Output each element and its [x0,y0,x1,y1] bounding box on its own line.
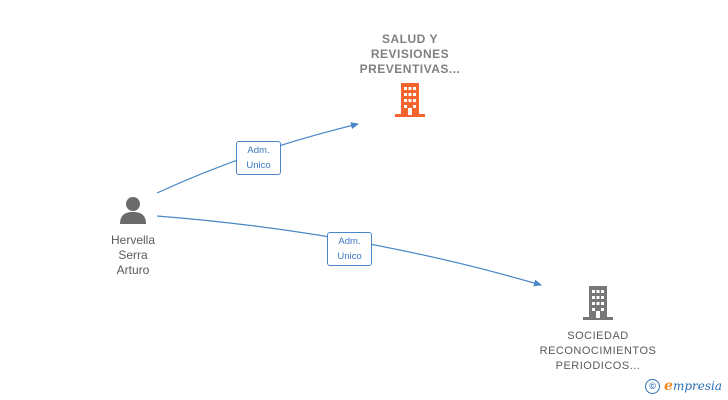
building-icon [395,83,425,117]
company-node-salud[interactable]: SALUD Y REVISIONES PREVENTIVAS... [340,32,480,124]
brand-logo: empresia [664,378,722,394]
copyright-icon: © [645,378,661,394]
brand-footer[interactable]: © empresia [645,378,722,394]
person-icon [120,197,146,224]
role-badge-salud[interactable]: Adm. Unico [236,141,281,175]
company-node-sociedad[interactable]: SOCIEDAD RECONOCIMIENTOS PERIODICOS... [528,284,668,374]
building-icon [583,286,613,320]
company-label-salud: SALUD Y REVISIONES PREVENTIVAS... [359,32,461,76]
person-label: Hervella Serra Arturo [110,233,155,277]
company-label-sociedad: SOCIEDAD RECONOCIMIENTOS PERIODICOS... [539,330,657,372]
role-badge-sociedad[interactable]: Adm. Unico [327,232,372,266]
person-node[interactable]: Hervella Serra Arturo [98,195,168,278]
